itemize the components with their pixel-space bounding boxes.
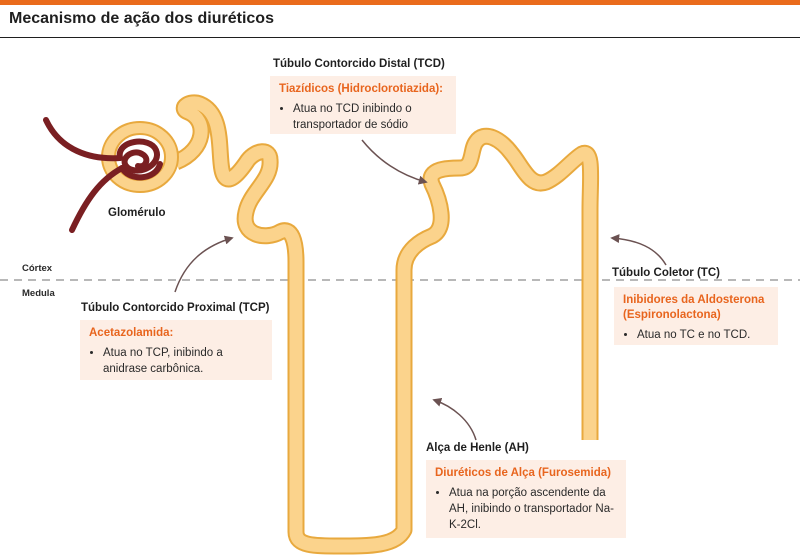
tc-drug: Inibidores da Aldosterona (Espironolacto… [623,294,765,321]
tc-name: Túbulo Coletor (TC) [612,267,720,279]
tcd-drug: Tiazídicos (Hidroclorotiazida): [279,83,443,95]
title-divider [0,37,800,38]
medulla-label: Medula [22,288,55,299]
ah-drug-box: Diuréticos de Alça (Furosemida) Atua na … [426,460,626,538]
tcp-drug: Acetazolamida: [89,327,174,339]
arrow-tcd [361,139,428,185]
tcd-effect-list: Atua no TCD inibindo o transportador de … [279,101,448,133]
ah-drug: Diuréticos de Alça (Furosemida) [435,467,611,479]
page-title: Mecanismo de ação dos diuréticos [9,10,274,27]
tc-effect: Atua no TC e no TCD. [637,327,770,343]
tcp-effect-list: Atua no TCP, inibindo a anidrase carbôni… [89,345,264,377]
ah-name: Alça de Henle (AH) [426,442,529,454]
cortex-label: Córtex [22,263,53,274]
nephron-tubule [173,96,598,553]
tcp-name: Túbulo Contorcido Proximal (TCP) [81,302,270,314]
arrow-tcp [174,235,234,293]
tc-effect-list: Atua no TC e no TCD. [623,327,770,343]
arrow-tc [610,234,667,266]
tcd-drug-box: Tiazídicos (Hidroclorotiazida): Atua no … [270,76,456,134]
glomerulus-label: Glomérulo [108,207,166,219]
ah-effect: Atua na porção ascendente da AH, inibind… [449,485,618,533]
tc-drug-box: Inibidores da Aldosterona (Espironolacto… [614,287,778,345]
tcd-name: Túbulo Contorcido Distal (TCD) [273,58,445,70]
tcp-effect: Atua no TCP, inibindo a anidrase carbôni… [103,345,264,377]
top-accent-bar [0,0,800,5]
tcd-effect: Atua no TCD inibindo o transportador de … [293,101,448,133]
ah-effect-list: Atua na porção ascendente da AH, inibind… [435,485,618,533]
tcp-drug-box: Acetazolamida: Atua no TCP, inibindo a a… [80,320,272,380]
glomerulus-vessels [43,117,163,233]
arrow-ah [432,398,477,441]
